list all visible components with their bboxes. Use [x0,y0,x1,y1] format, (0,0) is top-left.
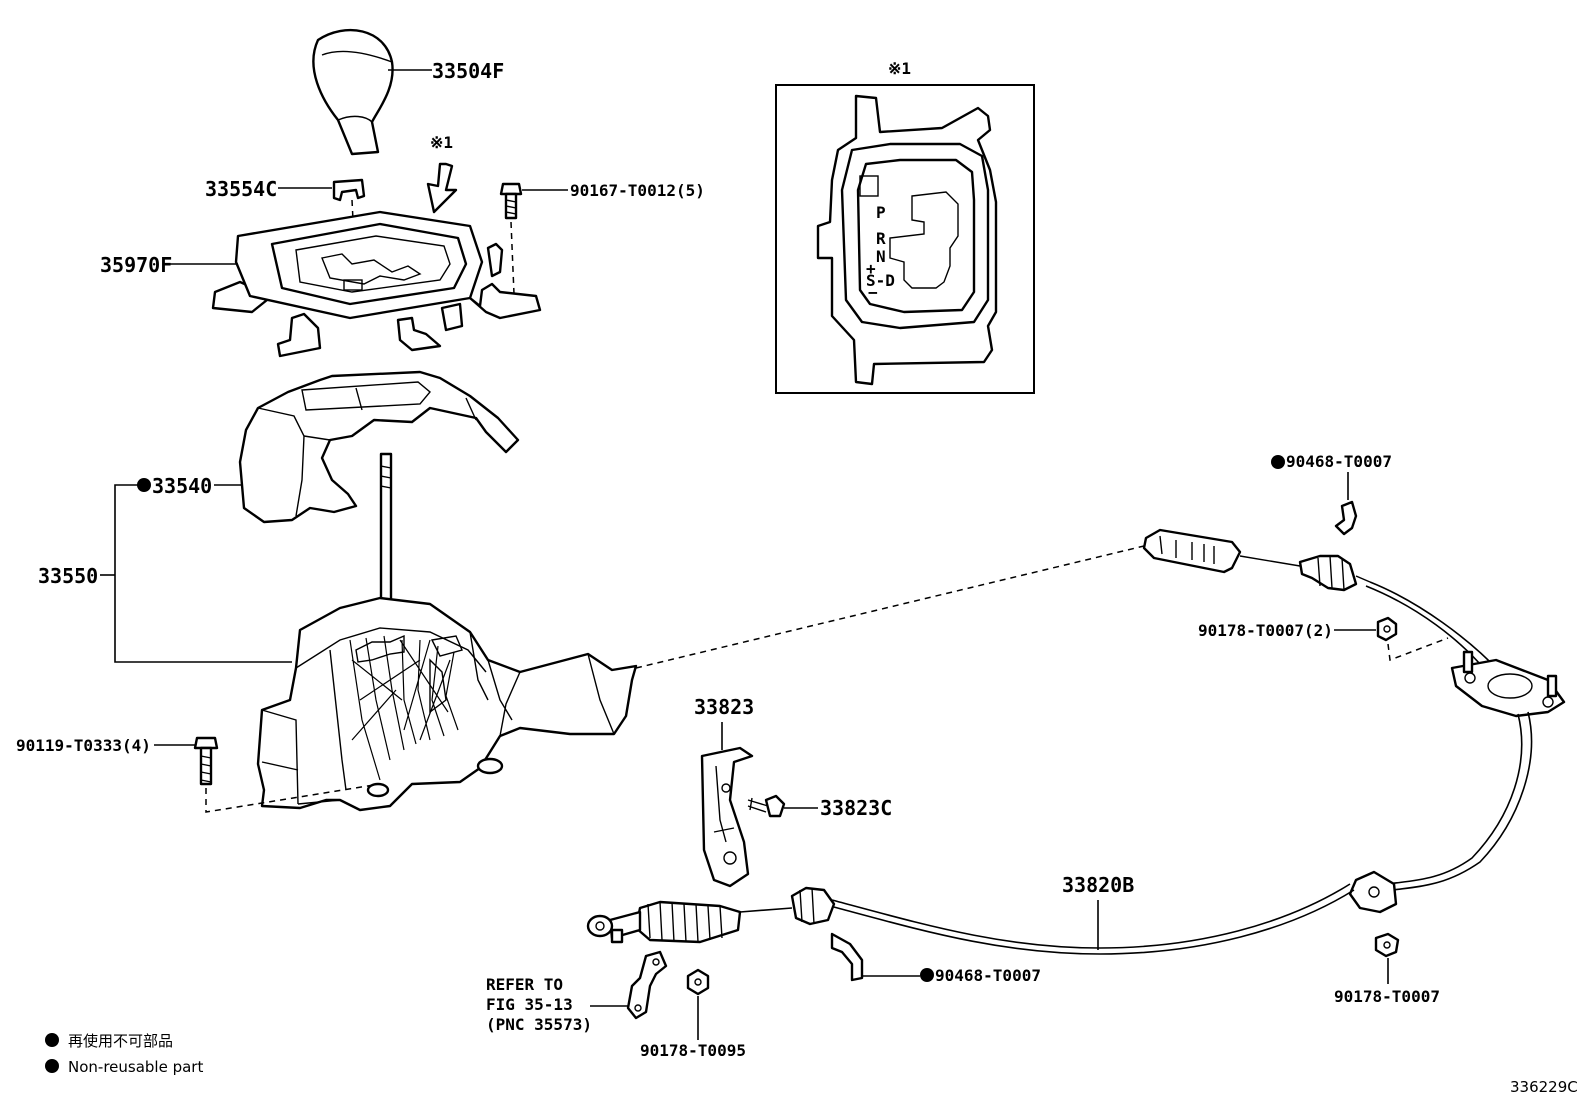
label-cable: 33820B [1062,873,1134,897]
non-reusable-mark-clip-right-top [1271,455,1285,469]
clip-right-top-drawing [1334,500,1358,536]
cable-connection-dashed [635,545,1145,669]
legend-english: Non-reusable part [68,1058,203,1076]
detail-mark: ※1 [888,59,911,78]
refer-line3: (PNC 35573) [486,1015,592,1034]
label-assembly: 33550 [38,564,98,588]
legend-japanese: 再使用不可部品 [68,1032,173,1050]
cable-bracket-plate-drawing [1450,650,1566,718]
shift-lever-rod-drawing [379,452,393,610]
label-nut-bottom: 90178-T0095 [640,1041,746,1060]
non-reusable-mark-cover [137,478,151,492]
legend-dot-japanese [45,1033,59,1047]
nut-right-mid-drawing [1376,616,1398,642]
control-cable-drawing [586,711,1533,955]
detail-arrow-mark: ※1 [430,133,453,152]
label-bolt-top: 90167-T0012(5) [570,181,705,200]
gate-minus-label: − [868,283,878,302]
shift-cover-drawing [238,370,520,524]
label-bracket: 33823 [694,695,754,719]
bracket-screw-drawing [747,794,786,818]
label-clip-mid-bottom: 90468-T0007 [935,966,1041,985]
gate-r-label: R [876,229,886,248]
gate-n-label: N [876,247,886,266]
view-arrow-icon [426,162,458,214]
clip-top-drawing [332,178,366,202]
label-clip-top: 33554C [205,177,277,201]
gate-p-label: P [876,203,886,222]
gate-sd-label: S-D [866,271,895,290]
bracket-drawing [700,746,754,888]
shift-gate-detail-drawing: P R N + S-D − [816,94,998,386]
label-cover: 33540 [152,474,212,498]
shift-bezel-drawing [211,210,542,358]
shift-base-drawing [256,596,638,812]
shift-knob-drawing [312,28,394,156]
clip-mid-bottom-drawing [830,932,864,982]
label-bolt-base: 90119-T0333(4) [16,736,151,755]
refer-line2: FIG 35-13 [486,995,573,1014]
cable-end-drawing [1142,528,1501,677]
assembly-bracket-line [114,484,292,663]
legend-dot-english [45,1059,59,1073]
label-bezel: 35970F [100,253,172,277]
bolt-top-drawing [499,182,523,220]
nut-right-bottom-drawing [1374,932,1400,958]
bolt-base-drawing [193,736,219,786]
cable-clamp-drawing [626,950,668,1020]
label-nut-right-mid: 90178-T0007(2) [1198,621,1333,640]
gate-plus-label: + [866,259,876,278]
label-nut-right-bottom: 90178-T0007 [1334,987,1440,1006]
nut-bottom-drawing [686,968,710,996]
non-reusable-mark-clip-mid [920,968,934,982]
figure-id: 336229C [1510,1078,1578,1096]
label-knob: 33504F [432,59,504,83]
label-bracket-screw: 33823C [820,796,892,820]
refer-line1: REFER TO [486,975,563,994]
label-clip-right-top: 90468-T0007 [1286,452,1392,471]
